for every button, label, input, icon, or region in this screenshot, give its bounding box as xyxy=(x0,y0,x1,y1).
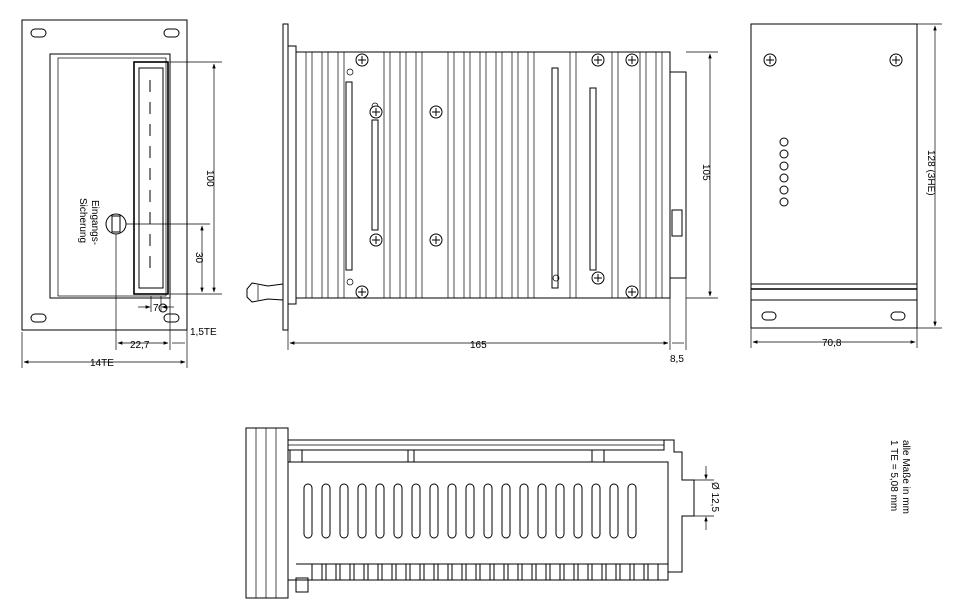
board-rail xyxy=(371,119,379,231)
bottom-view: Ø 12,5 xyxy=(245,427,720,599)
vent-slots xyxy=(303,483,637,539)
fuse-label-line2: Sicherung xyxy=(77,198,88,243)
rear-panel xyxy=(750,23,918,329)
fuse-label-line1: Eingangs- xyxy=(89,200,100,245)
front-view: Eingangs- Sicherung 100 30 7 22,7 1,5TE … xyxy=(21,19,222,369)
heatsink-body-bottom xyxy=(287,461,669,581)
screw-icons xyxy=(355,53,639,299)
mounting-slot xyxy=(761,311,777,321)
bottom-front-panel xyxy=(245,427,289,599)
note-te: 1 TE = 5,08 mm xyxy=(888,440,899,511)
mounting-slot xyxy=(30,28,47,38)
board-rail xyxy=(589,87,597,271)
note-units: alle Maße in mm xyxy=(900,440,911,514)
rear-view: 128 (3HE) 70,8 xyxy=(750,23,942,349)
board-rail xyxy=(345,81,353,271)
connector-inner xyxy=(138,67,164,289)
rear-connector xyxy=(669,71,687,279)
module-body-outline xyxy=(49,53,171,299)
led-column xyxy=(779,137,789,207)
notes: alle Maße in mm 1 TE = 5,08 mm xyxy=(888,440,911,514)
board-rail xyxy=(551,67,559,289)
module-inner-outline xyxy=(57,57,167,297)
connector-strip xyxy=(133,61,169,295)
dim-105-label: 105 xyxy=(700,164,711,181)
dim-128-label: 128 (3HE) xyxy=(925,150,936,196)
fin-comb xyxy=(295,564,659,593)
heatsink-fins xyxy=(305,52,663,298)
dim-165-label: 165 xyxy=(470,340,487,351)
dim-7-label: 7 xyxy=(153,303,159,314)
front-panel xyxy=(21,19,188,331)
side-view: 105 165 8,5 xyxy=(246,23,718,365)
fuse-holder-icon xyxy=(105,213,127,235)
dim-30-label: 30 xyxy=(193,252,204,264)
mounting-slot xyxy=(30,313,47,323)
dim-14te-label: 14TE xyxy=(90,358,114,369)
dim-100-label: 100 xyxy=(204,170,215,187)
dim-dia-label: Ø 12,5 xyxy=(709,482,720,512)
dim-8-5-label: 8,5 xyxy=(670,354,684,365)
side-front-panel xyxy=(282,23,289,331)
dim-22-7-label: 22,7 xyxy=(130,340,150,351)
mounting-slot xyxy=(890,311,906,321)
dim-70-8-label: 70,8 xyxy=(822,338,842,349)
handle-icon xyxy=(246,282,284,303)
mounting-slot xyxy=(163,313,180,323)
dim-1-5te-label: 1,5TE xyxy=(190,327,217,338)
mounting-slot xyxy=(163,28,180,38)
